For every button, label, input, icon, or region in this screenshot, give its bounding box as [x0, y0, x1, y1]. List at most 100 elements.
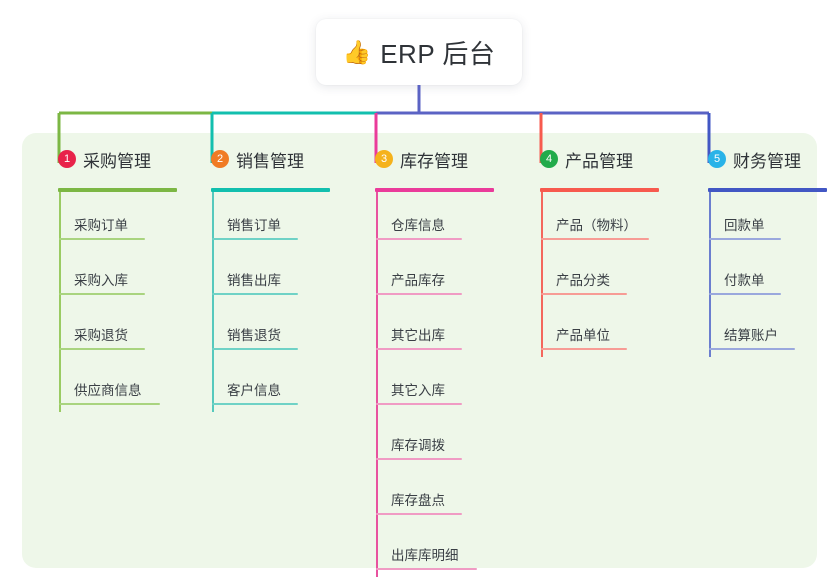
mindmap-panel	[22, 133, 817, 568]
list-item-underline	[212, 293, 298, 295]
list-item-underline	[376, 238, 462, 240]
category-title: 产品管理	[565, 151, 633, 171]
category-column-2: 2 销售管理销售订单销售出库销售退货客户信息	[193, 146, 353, 412]
category-stem-line	[212, 192, 214, 412]
list-item-underline	[59, 238, 145, 240]
category-underline	[375, 188, 494, 192]
list-item-label: 采购退货	[74, 328, 128, 343]
category-stem-line	[376, 192, 378, 577]
category-header-1[interactable]: 1 采购管理	[40, 146, 200, 172]
list-item-label: 销售退货	[227, 328, 281, 343]
category-items: 产品（物料） 产品分类产品单位	[522, 192, 682, 357]
list-item-label: 其它出库	[391, 328, 445, 343]
list-item[interactable]: 销售出库	[193, 247, 353, 302]
category-stem-line	[59, 192, 61, 412]
category-number-badge: 2	[211, 150, 229, 168]
category-column-1: 1 采购管理采购订单采购入库采购退货供应商信息	[40, 146, 200, 412]
category-number-badge: 1	[58, 150, 76, 168]
list-item-underline	[59, 348, 145, 350]
list-item-underline	[709, 293, 781, 295]
list-item-label: 销售出库	[227, 273, 281, 288]
list-item-underline	[541, 238, 649, 240]
list-item[interactable]: 产品（物料）	[522, 192, 682, 247]
category-column-5: 5 财务管理回款单付款单结算账户	[690, 146, 839, 357]
list-item[interactable]: 库存盘点	[357, 467, 517, 522]
category-title: 财务管理	[733, 151, 801, 171]
list-item-label: 产品分类	[556, 273, 610, 288]
list-item[interactable]: 采购入库	[40, 247, 200, 302]
list-item-underline	[709, 238, 781, 240]
list-item-underline	[376, 293, 462, 295]
list-item[interactable]: 客户信息	[193, 357, 353, 412]
list-item-underline	[212, 348, 298, 350]
list-item[interactable]: 其它出库	[357, 302, 517, 357]
category-underline	[708, 188, 827, 192]
list-item-label: 客户信息	[227, 383, 281, 398]
category-underline	[540, 188, 659, 192]
list-item-label: 其它入库	[391, 383, 445, 398]
list-item-underline	[212, 238, 298, 240]
list-item-underline	[376, 458, 462, 460]
list-item[interactable]: 其它入库	[357, 357, 517, 412]
list-item[interactable]: 供应商信息	[40, 357, 200, 412]
list-item-label: 库存调拨	[391, 438, 445, 453]
category-title: 销售管理	[236, 151, 304, 171]
list-item-underline	[709, 348, 795, 350]
list-item-label: 采购入库	[74, 273, 128, 288]
list-item-underline	[376, 348, 462, 350]
category-header-5[interactable]: 5 财务管理	[690, 146, 839, 172]
category-items: 销售订单销售出库销售退货客户信息	[193, 192, 353, 412]
list-item[interactable]: 出库库明细	[357, 522, 517, 577]
root-node-card[interactable]: 👍 ERP 后台	[316, 19, 522, 85]
category-title: 采购管理	[83, 151, 151, 171]
list-item-underline	[541, 293, 627, 295]
list-item-label: 供应商信息	[74, 383, 142, 398]
category-items: 仓库信息产品库存其它出库其它入库库存调拨库存盘点出库库明细	[357, 192, 517, 577]
list-item-underline	[59, 293, 145, 295]
list-item[interactable]: 采购退货	[40, 302, 200, 357]
list-item[interactable]: 仓库信息	[357, 192, 517, 247]
list-item-label: 产品（物料）	[556, 218, 637, 233]
list-item-label: 销售订单	[227, 218, 281, 233]
list-item-underline	[541, 348, 627, 350]
category-items: 采购订单采购入库采购退货供应商信息	[40, 192, 200, 412]
list-item-label: 付款单	[724, 273, 765, 288]
category-number-badge: 3	[375, 150, 393, 168]
list-item[interactable]: 产品库存	[357, 247, 517, 302]
category-underline	[58, 188, 177, 192]
list-item-label: 产品库存	[391, 273, 445, 288]
list-item-underline	[376, 403, 462, 405]
list-item-label: 产品单位	[556, 328, 610, 343]
category-stem-line	[541, 192, 543, 357]
category-header-3[interactable]: 3 库存管理	[357, 146, 517, 172]
category-underline	[211, 188, 330, 192]
list-item[interactable]: 库存调拨	[357, 412, 517, 467]
category-items: 回款单付款单结算账户	[690, 192, 839, 357]
list-item[interactable]: 销售退货	[193, 302, 353, 357]
list-item[interactable]: 付款单	[690, 247, 839, 302]
category-column-3: 3 库存管理仓库信息产品库存其它出库其它入库库存调拨库存盘点出库库明细	[357, 146, 517, 577]
root-node-title: ERP 后台	[380, 38, 496, 69]
list-item-underline	[376, 513, 462, 515]
list-item[interactable]: 采购订单	[40, 192, 200, 247]
list-item-label: 仓库信息	[391, 218, 445, 233]
list-item[interactable]: 产品分类	[522, 247, 682, 302]
list-item-label: 出库库明细	[391, 548, 459, 563]
list-item-underline	[212, 403, 298, 405]
list-item[interactable]: 产品单位	[522, 302, 682, 357]
list-item-underline	[59, 403, 160, 405]
list-item-label: 采购订单	[74, 218, 128, 233]
list-item[interactable]: 回款单	[690, 192, 839, 247]
list-item-label: 库存盘点	[391, 493, 445, 508]
list-item-underline	[376, 568, 477, 570]
category-stem-line	[709, 192, 711, 357]
category-title: 库存管理	[400, 151, 468, 171]
category-header-2[interactable]: 2 销售管理	[193, 146, 353, 172]
list-item[interactable]: 结算账户	[690, 302, 839, 357]
category-number-badge: 5	[708, 150, 726, 168]
thumbs-up-icon: 👍	[342, 38, 372, 65]
list-item[interactable]: 销售订单	[193, 192, 353, 247]
list-item-label: 结算账户	[724, 328, 778, 343]
